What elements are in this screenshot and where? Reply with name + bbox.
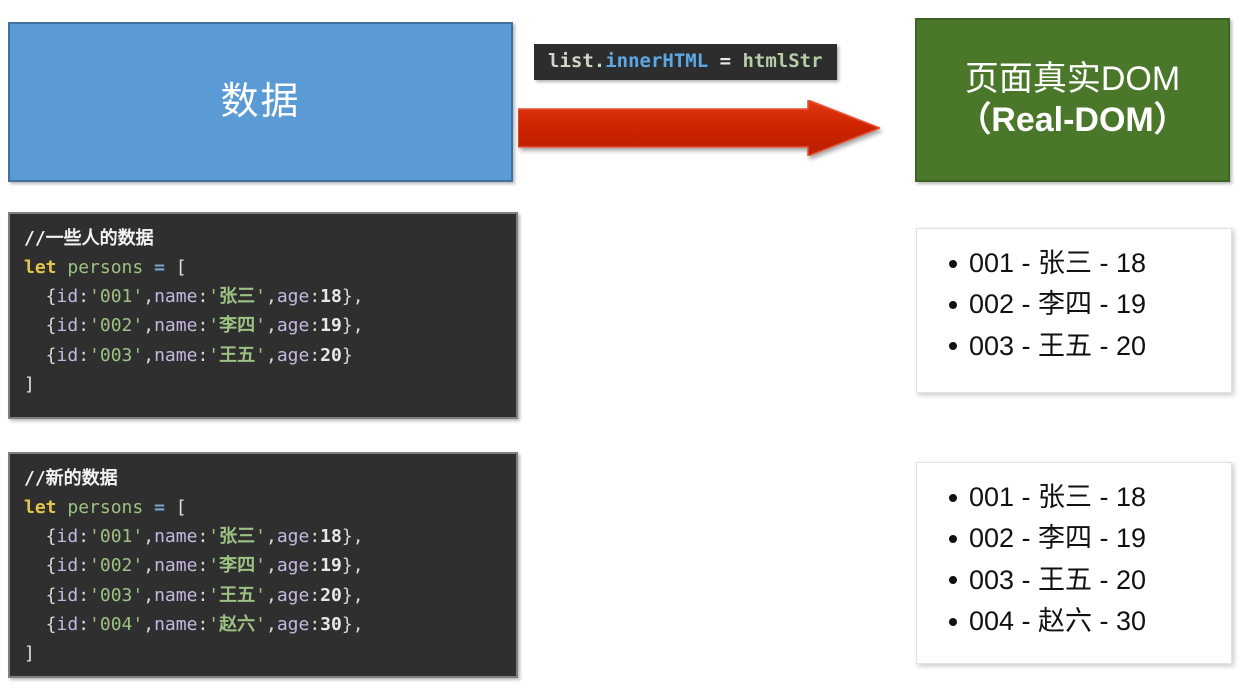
code-entry-line: {id:'003',name:'王五',age:20} [24,344,353,366]
data-source-label: 数据 [220,81,301,123]
code-block-original-data: //一些人的数据 let persons = [ {id:'001',name:'… [8,212,518,419]
code-entry-line: {id:'002',name:'李四',age:19}, [24,315,364,337]
real-dom-title-line2: （Real-DOM） [957,101,1188,139]
list-item: 004 - 赵六 - 30 [969,601,1221,642]
real-dom-title-line1: 页面真实DOM [964,59,1181,98]
code-chip-value: htmlStr [742,50,823,72]
list-item: 002 - 李四 - 19 [969,284,1221,325]
code-declaration-line: let persons = [ [24,497,187,519]
code-block-new-data: //新的数据 let persons = [ {id:'001',name:'张三… [8,452,518,678]
data-source-box: 数据 [8,22,513,182]
code-chip-property: innerHTML [605,50,709,72]
code-close-line: ] [24,373,35,395]
list-item: 003 - 王五 - 20 [969,326,1221,367]
innerhtml-code-chip: list.innerHTML = htmlStr [534,44,837,80]
real-dom-box: 页面真实DOM （Real-DOM） [915,18,1230,182]
code-comment-line: //新的数据 [24,468,118,489]
code-declaration-line: let persons = [ [24,257,187,279]
code-chip-object: list. [548,50,606,72]
code-entry-line: {id:'003',name:'王五',age:20}, [24,584,364,606]
code-chip-operator: = [708,50,743,72]
red-block-arrow-icon [518,100,880,156]
code-entry-line: {id:'001',name:'张三',age:18}, [24,286,364,308]
list-item: 002 - 李四 - 19 [969,518,1221,559]
code-entry-line: {id:'001',name:'张三',age:18}, [24,526,364,548]
code-close-line: ] [24,642,35,664]
list-item: 001 - 张三 - 18 [969,477,1221,518]
code-entry-line: {id:'002',name:'李四',age:19}, [24,555,364,577]
list-item: 003 - 王五 - 20 [969,560,1221,601]
code-comment-line: //一些人的数据 [24,228,154,249]
list-item: 001 - 张三 - 18 [969,243,1221,284]
code-entry-line: {id:'004',name:'赵六',age:30}, [24,613,364,635]
